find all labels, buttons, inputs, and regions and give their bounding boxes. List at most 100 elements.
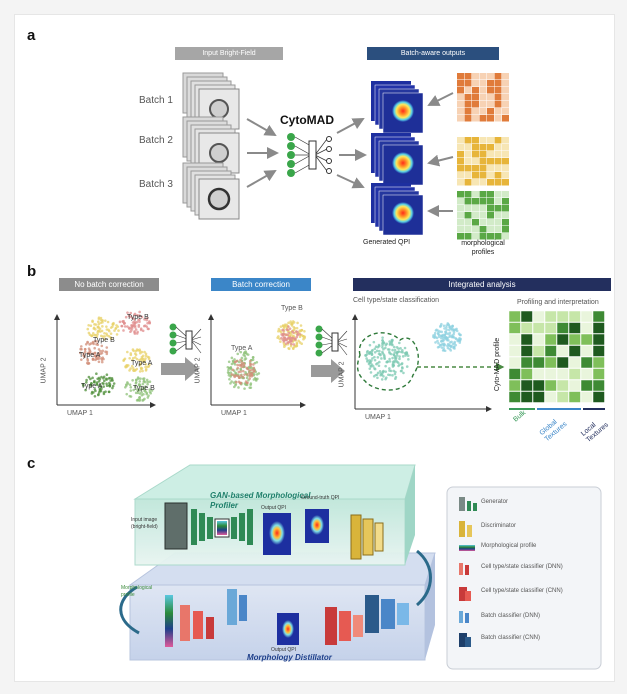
scatter-point — [381, 345, 384, 349]
heatmap-cell — [502, 73, 509, 80]
scatter-point — [438, 343, 442, 347]
legend-celltype-dnn: Cell type/state classifier (DNN) — [481, 564, 563, 570]
scatter-point — [442, 339, 445, 342]
scatter-point — [234, 380, 238, 384]
scatter-point — [289, 320, 292, 323]
scatter-point — [451, 325, 454, 328]
matrix-cell — [568, 368, 581, 380]
umap1-axis-label-right: UMAP 1 — [365, 414, 391, 421]
scatter-point — [393, 354, 397, 358]
scatter-point — [232, 374, 236, 377]
heatmap-cell — [457, 172, 464, 179]
heatmap-cell — [494, 205, 502, 212]
scatter-point — [97, 393, 100, 397]
scatter-point — [138, 398, 142, 401]
heatmap-cell — [487, 212, 494, 219]
matrix-cell — [580, 333, 593, 346]
scatter-point — [107, 390, 111, 394]
scatter-point — [109, 332, 113, 335]
matrix-cell — [556, 333, 569, 346]
corrected-scatter-clusters — [226, 320, 307, 390]
scatter-point — [440, 334, 443, 338]
scatter-point — [136, 391, 140, 395]
heatmap-cell — [494, 101, 502, 108]
legend-celltype-cnn: Cell type/state classifier (CNN) — [481, 588, 563, 594]
no-batch-correction-header: No batch correction — [59, 278, 159, 291]
scatter-point — [365, 357, 368, 360]
heatmap-cell — [472, 191, 479, 198]
heatmap-cell — [464, 198, 472, 205]
scatter-point — [241, 369, 245, 373]
heatmap-cell — [487, 172, 494, 179]
output-qpi-image — [263, 513, 291, 555]
scatter-point — [255, 373, 259, 376]
mid-cluster-label-a: Type A — [231, 345, 253, 352]
scatter-point — [105, 352, 109, 356]
scatter-point — [127, 364, 130, 367]
scatter-point — [249, 362, 252, 366]
scatter-point — [405, 365, 409, 368]
scatter-point — [86, 327, 90, 331]
matrix-cell — [508, 322, 521, 334]
heatmap-cell — [502, 94, 509, 101]
brightfield-stack-3 — [182, 162, 240, 220]
heatmap-cell — [464, 108, 472, 115]
scatter-point — [384, 377, 387, 381]
scatter-point — [237, 360, 241, 364]
scatter-point — [105, 346, 109, 349]
scatter-point — [451, 335, 454, 339]
scatter-point — [144, 357, 147, 360]
scatter-point — [393, 351, 397, 354]
matrix-cell — [508, 391, 521, 403]
scatter-point — [450, 344, 453, 348]
matrix-cell — [556, 310, 569, 323]
heatmap-cell — [457, 179, 464, 186]
scatter-point — [84, 343, 88, 346]
scatter-point — [384, 343, 388, 347]
scatter-point — [83, 348, 87, 351]
legend-generator: Generator — [481, 499, 509, 505]
scatter-point — [453, 340, 456, 344]
scatter-point — [239, 350, 243, 354]
heatmap-cell — [487, 219, 494, 226]
scatter-point — [143, 389, 146, 393]
scatter-point — [100, 344, 104, 348]
right-cycle-arrow — [415, 549, 432, 607]
scatter-point — [400, 366, 404, 369]
heatmap-cell — [464, 151, 472, 158]
heatmap-cell — [464, 205, 472, 212]
scatter-point — [240, 365, 244, 369]
matrix-cell — [544, 322, 557, 334]
scatter-point — [140, 367, 144, 370]
matrix-cell — [580, 345, 593, 357]
scatter-point — [393, 372, 397, 376]
scatter-point — [386, 348, 390, 351]
scatter-point — [377, 364, 381, 368]
heatmap-cell — [457, 212, 464, 219]
scatter-point — [89, 324, 93, 328]
scatter-point — [111, 379, 114, 382]
scatter-point — [378, 369, 382, 373]
scatter-point — [148, 380, 152, 384]
batch-3-label: Batch 3 — [139, 179, 173, 190]
matrix-cell — [592, 333, 605, 346]
heatmap-cell — [487, 205, 494, 212]
scatter-point — [248, 369, 251, 372]
scatter-point — [100, 375, 103, 379]
heatmap-cell — [479, 212, 487, 219]
heatmap-cell — [487, 179, 494, 186]
heatmap-cell — [457, 198, 464, 205]
matrix-cell — [532, 322, 545, 334]
scatter-point — [380, 378, 384, 381]
scatter-point — [277, 335, 280, 338]
scatter-point — [298, 335, 302, 339]
scatter-point — [113, 329, 116, 332]
scatter-point — [102, 392, 106, 396]
scatter-point — [370, 359, 373, 362]
scatter-point — [249, 373, 252, 376]
scatter-point — [376, 376, 379, 380]
scatter-point — [126, 325, 129, 328]
scatter-point — [145, 316, 149, 320]
input-arrows — [246, 118, 279, 188]
scatter-point — [108, 384, 112, 388]
